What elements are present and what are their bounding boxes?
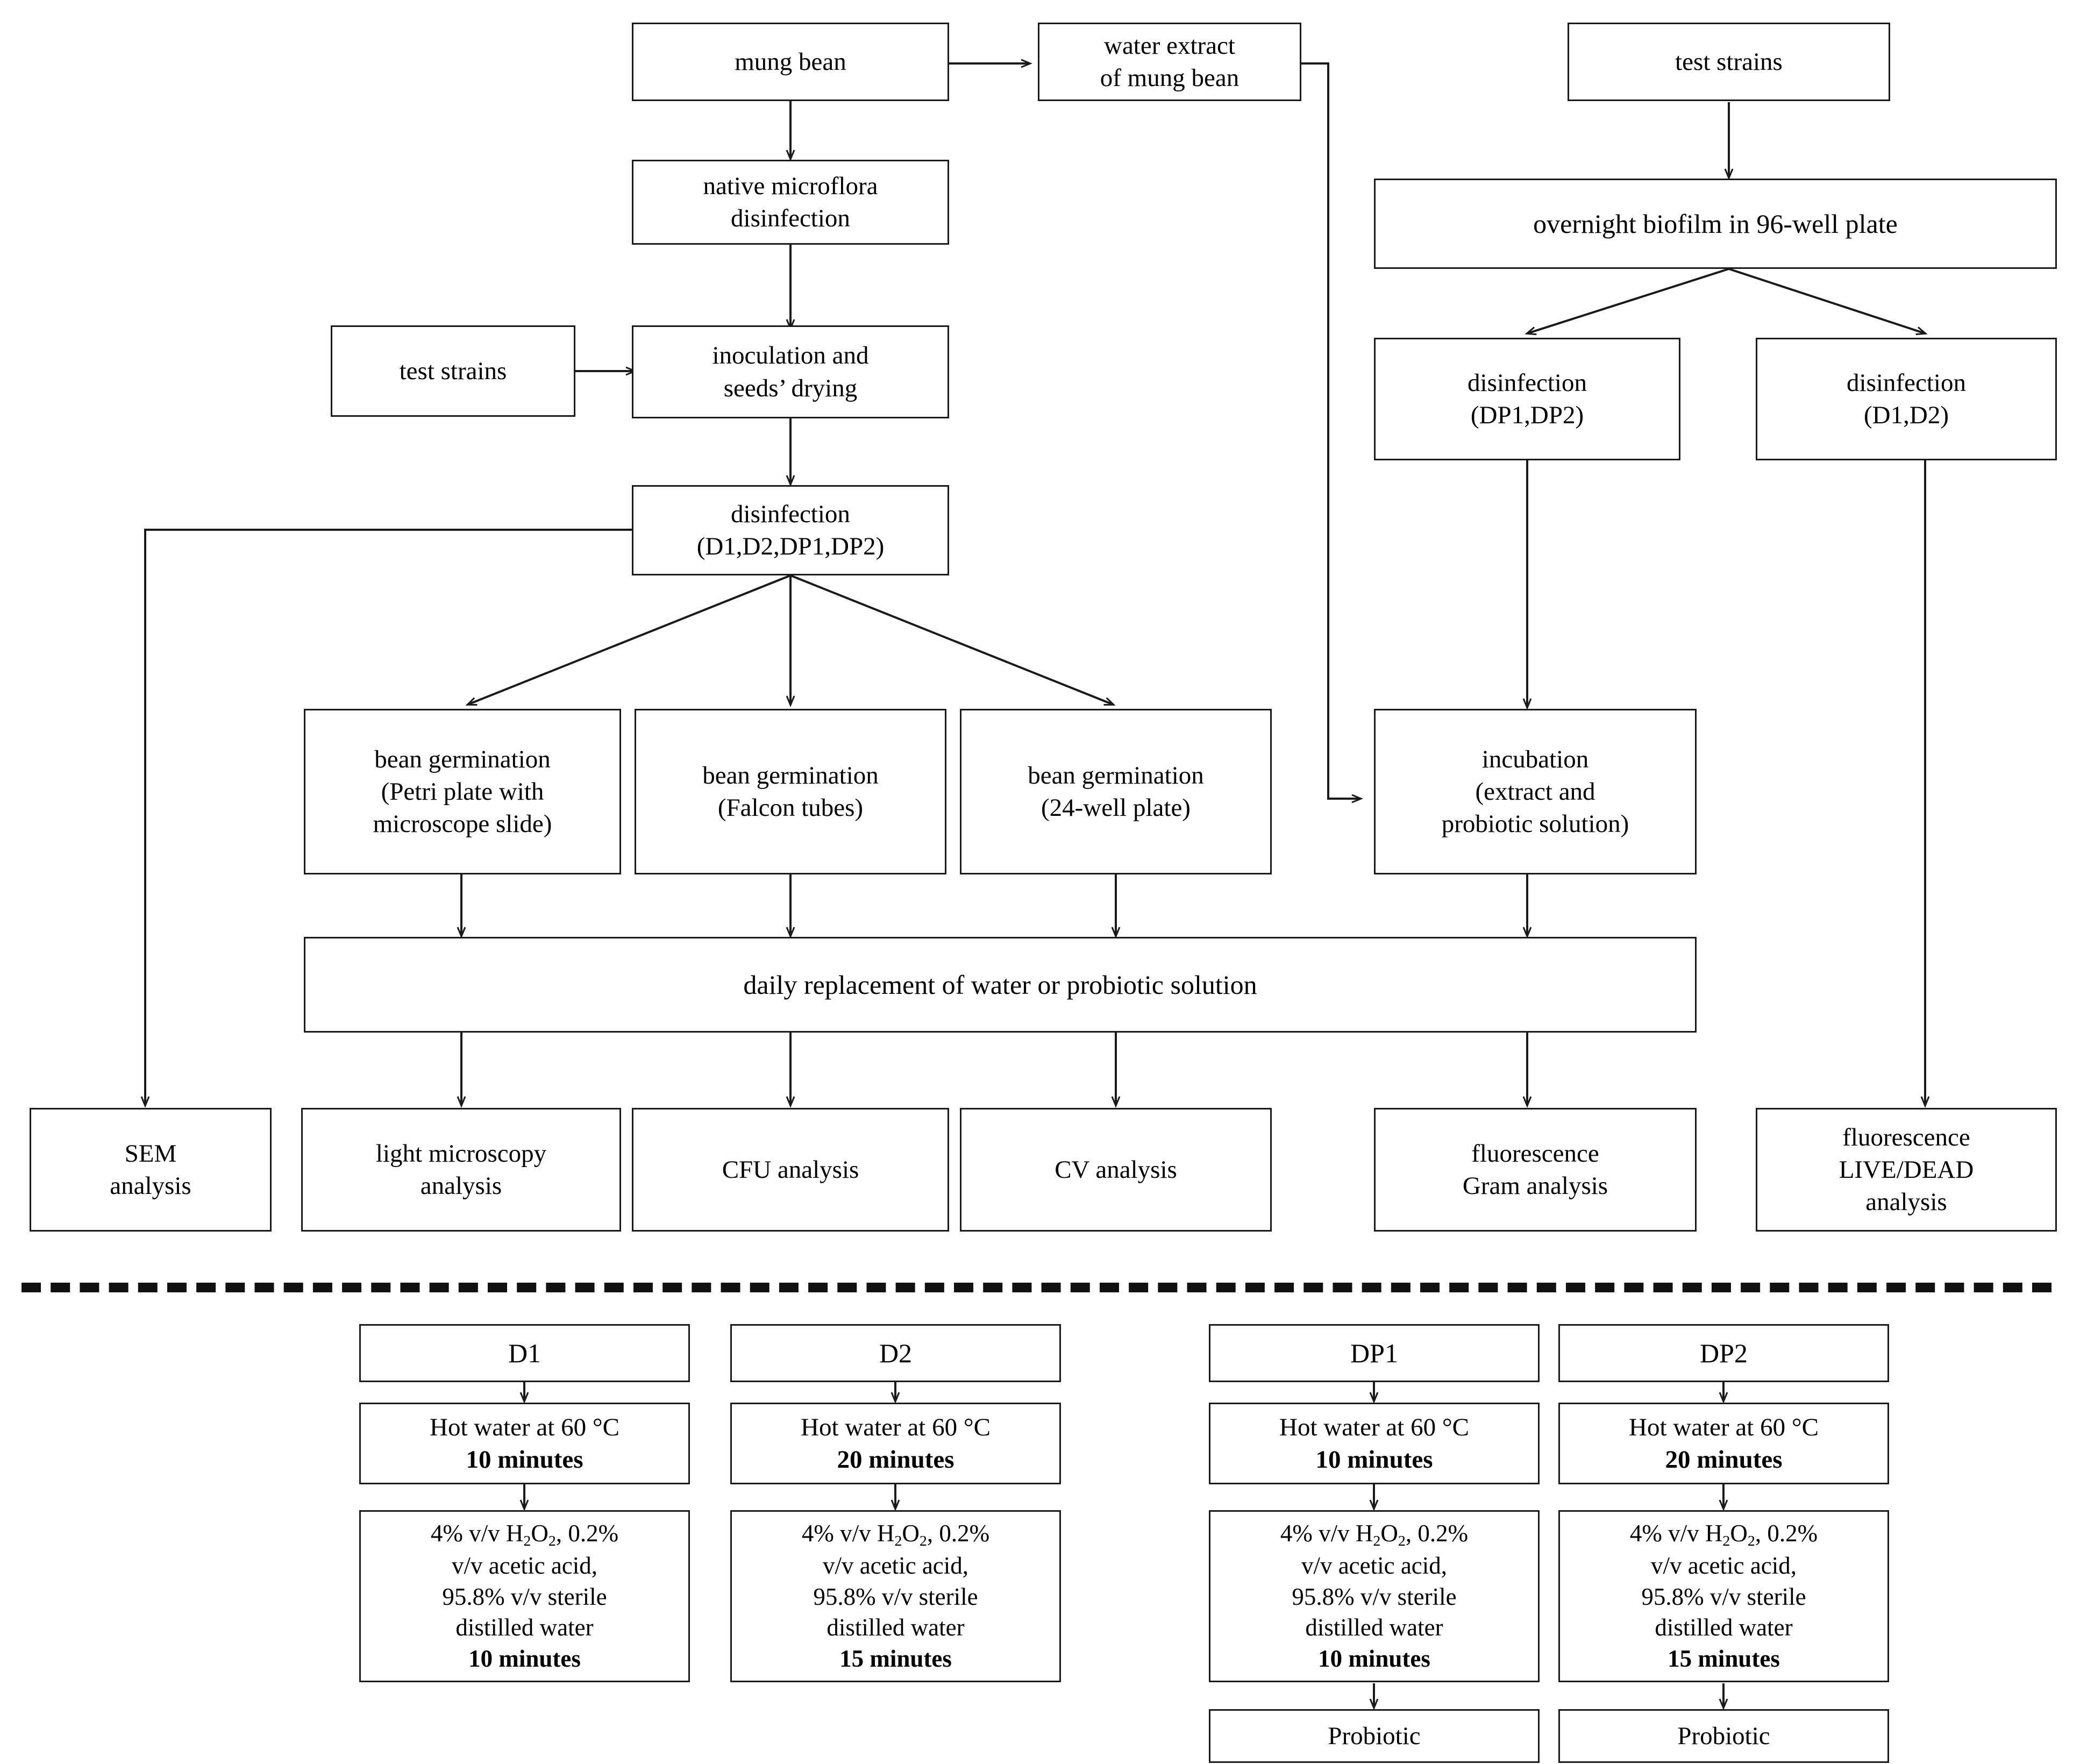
legend-hotwater-d1[interactable]: Hot water at 60 °C 10 minutes	[359, 1403, 690, 1484]
node-daily-replacement[interactable]: daily replacement of water or probiotic …	[304, 937, 1697, 1033]
node-fluorescence-gram-analysis[interactable]: fluorescence Gram analysis	[1374, 1108, 1697, 1232]
legend-solution-d2[interactable]: 4% v/v H2O2, 0.2% v/v acetic acid, 95.8%…	[730, 1510, 1061, 1682]
node-cv-analysis[interactable]: CV analysis	[960, 1108, 1272, 1232]
legend-solution-d2-line4: distilled water	[827, 1614, 965, 1641]
legend-solution-dp1-line4: distilled water	[1305, 1614, 1443, 1641]
legend-solution-dp1-line3: 95.8% v/v sterile	[1292, 1583, 1457, 1610]
legend-probiotic-dp2[interactable]: Probiotic	[1558, 1709, 1889, 1763]
legend-solution-dp1[interactable]: 4% v/v H2O2, 0.2% v/v acetic acid, 95.8%…	[1209, 1510, 1540, 1682]
legend-solution-d2-line2: v/v acetic acid,	[822, 1552, 969, 1580]
node-disinfection-all[interactable]: disinfection (D1,D2,DP1,DP2)	[632, 485, 949, 575]
node-water-extract[interactable]: water extract of mung bean	[1038, 23, 1301, 101]
legend-solution-dp1-line5: 10 minutes	[1318, 1645, 1430, 1672]
legend-hotwater-d1-line2: 10 minutes	[466, 1446, 583, 1474]
legend-solution-dp2-line2: v/v acetic acid,	[1650, 1552, 1797, 1580]
legend-solution-d1-line5: 10 minutes	[468, 1645, 581, 1672]
legend-probiotic-dp1[interactable]: Probiotic	[1209, 1709, 1540, 1763]
node-test-strains-left[interactable]: test strains	[331, 325, 575, 417]
section-divider	[22, 1283, 2051, 1292]
legend-hotwater-dp1[interactable]: Hot water at 60 °C 10 minutes	[1209, 1403, 1540, 1484]
legend-header-d2[interactable]: D2	[730, 1324, 1061, 1382]
legend-header-d1[interactable]: D1	[359, 1324, 690, 1382]
legend-solution-d1-line4: distilled water	[455, 1614, 594, 1641]
legend-hotwater-d2-line2: 20 minutes	[837, 1446, 954, 1474]
legend-hotwater-dp2-line2: 20 minutes	[1665, 1446, 1783, 1474]
node-native-microflora-disinfection[interactable]: native microflora disinfection	[632, 160, 949, 245]
node-cfu-analysis[interactable]: CFU analysis	[632, 1108, 949, 1232]
link-disinfection-24well	[790, 574, 1113, 705]
node-disinfection-d[interactable]: disinfection (D1,D2)	[1756, 338, 2057, 460]
link-biofilm-disinfectiond	[1728, 268, 1925, 333]
link-biofilm-disinfectiondp	[1527, 268, 1729, 333]
legend-header-dp1[interactable]: DP1	[1209, 1324, 1540, 1382]
node-light-microscopy-analysis[interactable]: light microscopy analysis	[301, 1108, 621, 1232]
legend-solution-dp1-line1: 4% v/v H2O2, 0.2%	[1280, 1519, 1469, 1549]
legend-solution-dp2-line3: 95.8% v/v sterile	[1641, 1583, 1806, 1610]
legend-header-dp2[interactable]: DP2	[1558, 1324, 1889, 1382]
legend-hotwater-d1-line1: Hot water at 60 °C	[430, 1413, 619, 1441]
legend-solution-d1[interactable]: 4% v/v H2O2, 0.2% v/v acetic acid, 95.8%…	[359, 1510, 690, 1682]
node-bean-germination-falcon[interactable]: bean germination (Falcon tubes)	[635, 709, 946, 874]
legend-solution-dp2-line4: distilled water	[1655, 1614, 1793, 1641]
node-incubation[interactable]: incubation (extract and probiotic soluti…	[1374, 709, 1697, 874]
legend-solution-dp2[interactable]: 4% v/v H2O2, 0.2% v/v acetic acid, 95.8%…	[1558, 1510, 1889, 1682]
legend-hotwater-dp2[interactable]: Hot water at 60 °C 20 minutes	[1558, 1403, 1889, 1484]
node-test-strains-right[interactable]: test strains	[1568, 23, 1890, 101]
legend-solution-d1-line2: v/v acetic acid,	[451, 1552, 598, 1580]
node-inoculation-seeds-drying[interactable]: inoculation and seeds’ drying	[632, 325, 949, 418]
legend-hotwater-d2[interactable]: Hot water at 60 °C 20 minutes	[730, 1403, 1061, 1484]
node-bean-germination-petri[interactable]: bean germination (Petri plate with micro…	[304, 709, 621, 874]
node-sem-analysis[interactable]: SEM analysis	[30, 1108, 272, 1232]
link-disinfection-petri	[468, 574, 791, 705]
node-mung-bean[interactable]: mung bean	[632, 23, 949, 101]
legend-solution-d2-line5: 15 minutes	[839, 1645, 952, 1672]
node-fluorescence-live-dead-analysis[interactable]: fluorescence LIVE/DEAD analysis	[1756, 1108, 2057, 1232]
legend-solution-d1-line3: 95.8% v/v sterile	[442, 1583, 607, 1610]
legend-solution-dp2-line5: 15 minutes	[1668, 1645, 1780, 1672]
legend-solution-dp2-line1: 4% v/v H2O2, 0.2%	[1629, 1519, 1818, 1549]
node-bean-germination-24well[interactable]: bean germination (24-well plate)	[960, 709, 1272, 874]
node-disinfection-dp[interactable]: disinfection (DP1,DP2)	[1374, 338, 1680, 460]
legend-hotwater-d2-line1: Hot water at 60 °C	[801, 1413, 991, 1441]
node-overnight-biofilm[interactable]: overnight biofilm in 96-well plate	[1374, 179, 2057, 269]
legend-solution-d1-line1: 4% v/v H2O2, 0.2%	[430, 1519, 619, 1549]
legend-solution-dp1-line2: v/v acetic acid,	[1301, 1552, 1448, 1580]
legend-solution-d2-line3: 95.8% v/v sterile	[813, 1583, 978, 1610]
legend-solution-d2-line1: 4% v/v H2O2, 0.2%	[801, 1519, 990, 1549]
legend-hotwater-dp1-line2: 10 minutes	[1315, 1446, 1433, 1474]
legend-hotwater-dp1-line1: Hot water at 60 °C	[1279, 1413, 1469, 1441]
link-waterextract-incubation	[1301, 62, 1360, 799]
legend-hotwater-dp2-line1: Hot water at 60 °C	[1629, 1413, 1819, 1441]
